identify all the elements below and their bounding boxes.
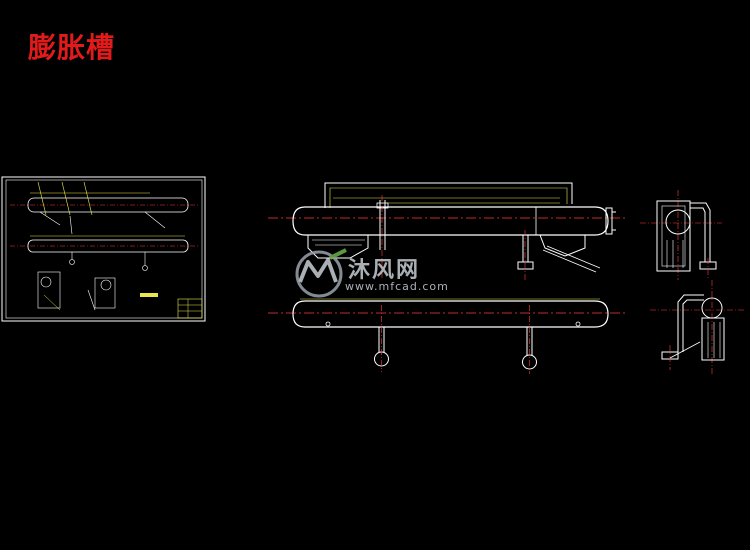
watermark-url: www.mfcad.com — [345, 280, 449, 293]
side-view-top — [640, 190, 722, 280]
thumbnail-sheet — [1, 176, 206, 322]
side-view-bottom — [650, 280, 745, 375]
mf-logo-icon — [295, 248, 347, 298]
plan-view — [268, 298, 628, 374]
page-title: 膨胀槽 — [28, 31, 116, 64]
front-view — [268, 182, 628, 280]
watermark-brand: 沐风网 — [348, 258, 421, 283]
